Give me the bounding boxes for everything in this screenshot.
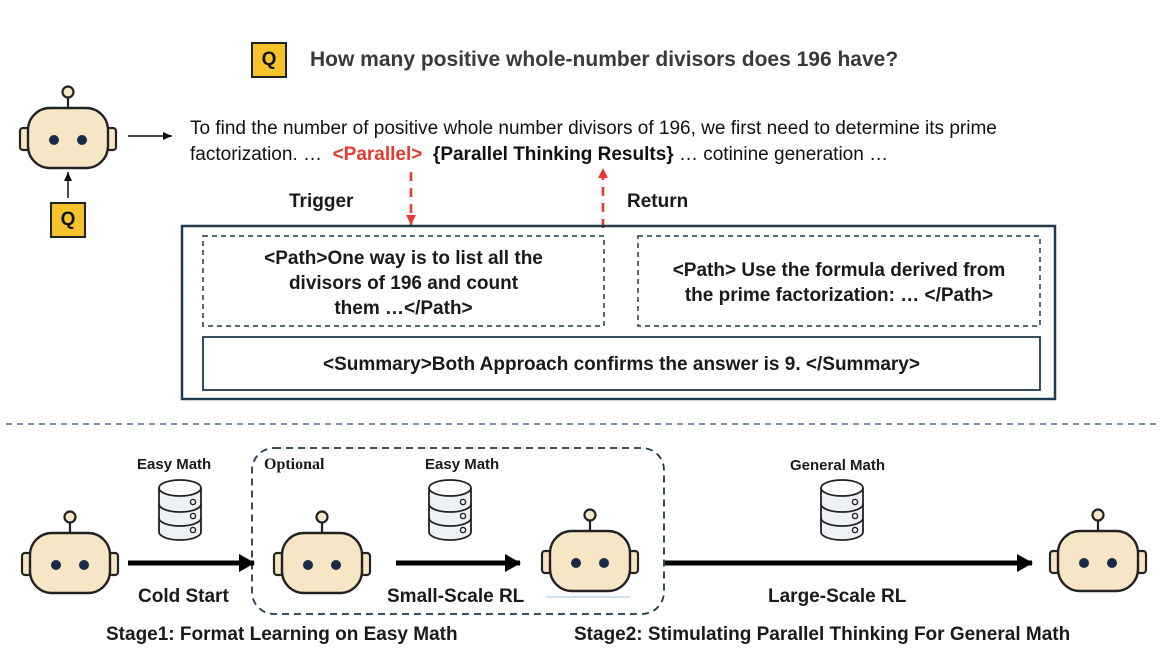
robot-icon [540, 508, 640, 593]
summary-box [202, 336, 1041, 391]
optional-box [251, 447, 665, 615]
question-badge: Q [251, 42, 287, 78]
path-1-line: divisors of 196 and count [288, 273, 519, 294]
stage1-caption: Stage1: Format Learning on Easy Math [106, 624, 458, 645]
parallel-tag: <Parallel> [332, 144, 423, 165]
path-1-line: <Path>One way is to list all the [264, 248, 543, 269]
robot-icon [1048, 508, 1148, 593]
step-name-2: Small-Scale RL [387, 586, 525, 607]
path-2-line: the prime factorization: … </Path> [684, 285, 994, 306]
database-icon [820, 479, 864, 541]
dataset-label-3: General Math [790, 457, 886, 474]
parallel-box [180, 224, 1057, 401]
path-box-2 [637, 235, 1041, 327]
path-1-line: them …</Path> [334, 298, 473, 319]
database-icon [428, 479, 472, 541]
step-name-3: Large-Scale RL [768, 586, 907, 607]
path-2-line: <Path> Use the formula derived from [672, 260, 1006, 281]
dataset-label-2: Easy Math [425, 456, 500, 473]
path-2-text: <Path> Use the formula derived from the … [640, 258, 1038, 308]
robot-icon [272, 510, 372, 595]
parallel-results: {Parallel Thinking Results} [432, 144, 674, 165]
robot-icon [18, 85, 118, 170]
trigger-label: Trigger [289, 191, 354, 212]
path-box-1 [202, 235, 605, 327]
robot-icon [20, 510, 120, 595]
stage2-caption: Stage2: Stimulating Parallel Thinking Fo… [574, 624, 1071, 645]
reasoning-end: … cotinine generation … [678, 144, 889, 165]
summary-text: <Summary>Both Approach confirms the answ… [323, 354, 920, 375]
reasoning-line-2: factorization. … <Parallel> {Parallel Th… [190, 144, 888, 166]
step-name-1: Cold Start [138, 586, 229, 607]
input-badge: Q [50, 202, 86, 238]
reasoning-start: factorization. … [190, 144, 322, 165]
return-label: Return [627, 191, 689, 212]
database-icon [158, 479, 202, 541]
optional-label: Optional [264, 456, 325, 473]
reasoning-line-1: To find the number of positive whole num… [190, 118, 997, 139]
question-text: How many positive whole-number divisors … [310, 48, 899, 71]
path-1-text: <Path>One way is to list all the divisor… [205, 246, 602, 321]
dataset-label-1: Easy Math [137, 456, 212, 473]
